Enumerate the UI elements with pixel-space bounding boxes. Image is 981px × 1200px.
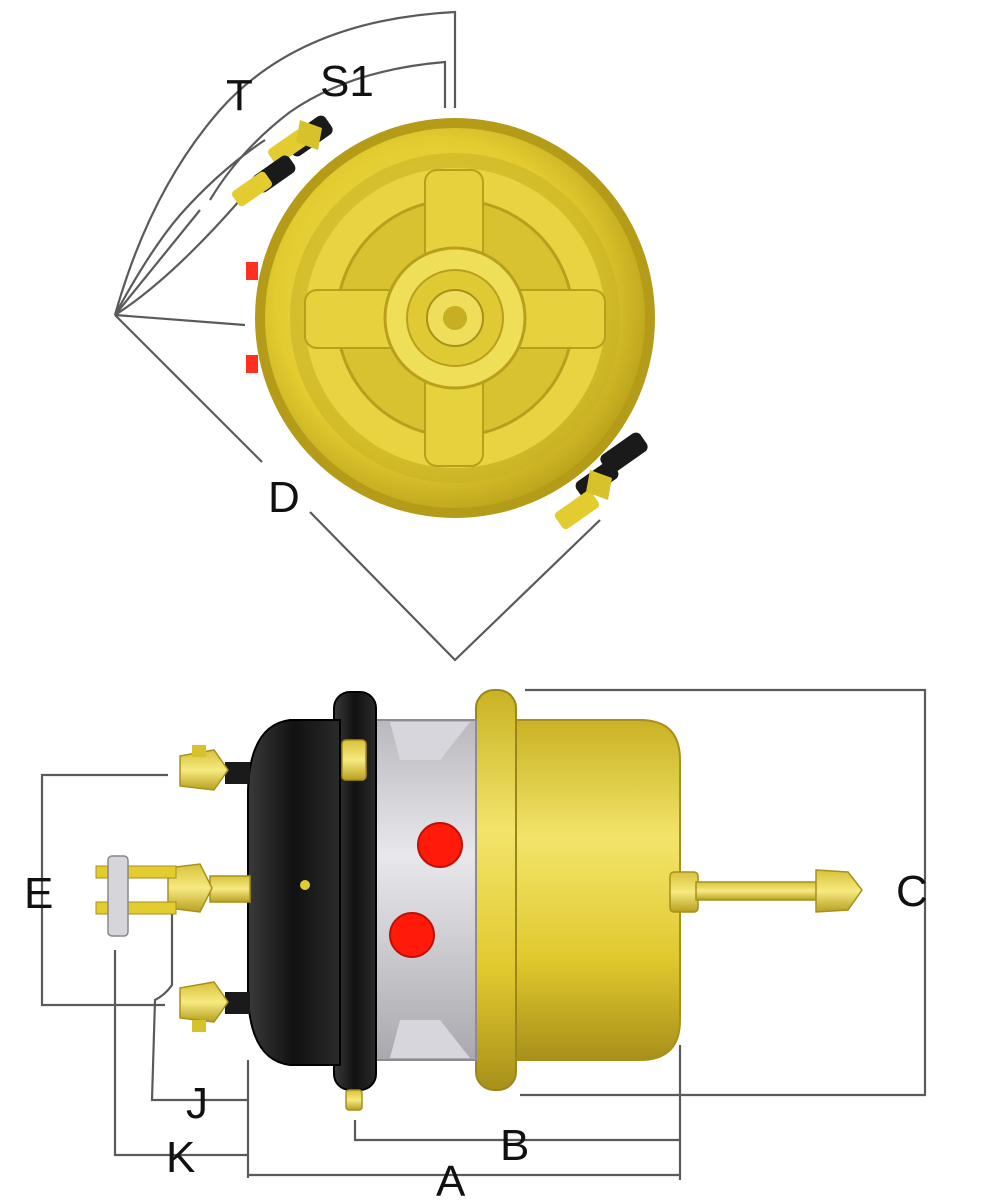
side-dimension-lines xyxy=(40,688,927,1180)
label-e: E xyxy=(24,869,53,918)
side-view: C E J K B A xyxy=(24,688,928,1200)
label-b: B xyxy=(500,1121,529,1170)
top-mounting-stud-lower xyxy=(554,432,648,530)
clamp-bolt-bottom xyxy=(345,1089,363,1111)
top-port-lower xyxy=(246,355,258,373)
side-mounting-stud-upper xyxy=(179,745,250,791)
clamp-bolt-top xyxy=(341,739,367,781)
side-port-lower xyxy=(389,912,435,958)
label-a: A xyxy=(436,1157,466,1200)
spring-housing xyxy=(359,719,477,1061)
label-k: K xyxy=(166,1133,195,1182)
label-c: C xyxy=(896,867,928,916)
top-chamber-disc xyxy=(255,118,655,518)
release-bolt xyxy=(95,855,251,937)
service-chamber xyxy=(475,689,681,1091)
top-port-upper xyxy=(246,262,258,280)
label-t: T xyxy=(226,71,253,120)
side-mounting-stud-lower xyxy=(179,981,250,1032)
side-port-upper xyxy=(417,822,463,868)
label-s1: S1 xyxy=(320,57,374,106)
top-mounting-stud-upper xyxy=(232,115,333,207)
label-d: D xyxy=(268,473,300,522)
top-view: T S1 D xyxy=(113,10,655,662)
spring-brake-dome xyxy=(247,719,341,1066)
label-j: J xyxy=(186,1079,208,1128)
top-dimension-lines xyxy=(113,10,601,662)
push-rod xyxy=(669,869,863,913)
